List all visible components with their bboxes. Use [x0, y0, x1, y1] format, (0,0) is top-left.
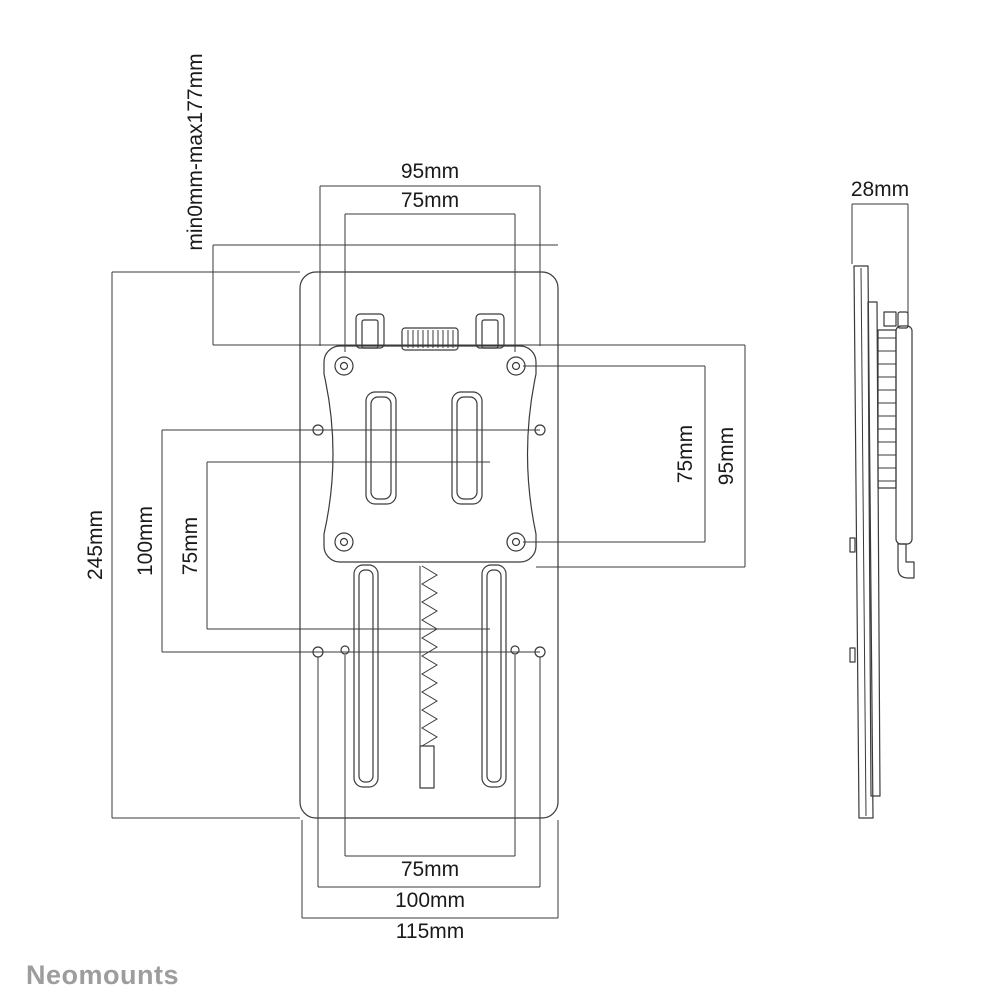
- front-view: [299, 271, 559, 819]
- right-tab: [475, 313, 505, 349]
- slot-left-inner: [370, 396, 392, 500]
- dim-bottom-75: [344, 655, 516, 857]
- ratchet-teeth: [421, 565, 438, 747]
- vesa-screw-hole: [334, 356, 354, 376]
- left-tab-slot: [361, 319, 379, 349]
- slot-left-outer: [365, 391, 397, 505]
- top-tabs: [355, 313, 505, 349]
- vesa-screw-center: [339, 361, 349, 371]
- vesa-screw-hole: [506, 532, 526, 552]
- dim-label-side-28: 28mm: [851, 178, 909, 201]
- dim-label-top-75: 75mm: [401, 189, 459, 212]
- side-edge-notch: [849, 537, 856, 553]
- adjustment-wheel: [401, 327, 459, 351]
- slot-right-inner: [456, 396, 478, 500]
- ratchet-strip: [419, 565, 438, 789]
- vesa-plate-outline: [323, 345, 537, 563]
- dim-label-bottom-115: 115mm: [396, 920, 464, 943]
- dim-bottom-115: [301, 820, 559, 919]
- dim-label-right-95: 95mm: [715, 427, 738, 485]
- dim-label-left-245: 245mm: [84, 510, 107, 580]
- mount-hole: [340, 645, 350, 655]
- dim-label-left-100: 100mm: [134, 506, 157, 576]
- dim-left-75: [206, 461, 490, 630]
- dim-label-height-range: min0mm-max177mm: [184, 53, 207, 250]
- dimension-lines: [111, 185, 909, 919]
- dim-bottom-100: [317, 657, 541, 888]
- dim-top-75: [344, 213, 516, 352]
- side-plate-inner-line: [860, 267, 867, 817]
- vesa-screw-center: [511, 361, 521, 371]
- ratchet-lower-slot: [419, 745, 435, 789]
- vesa-screws: [334, 356, 526, 552]
- vesa-screw-center: [511, 537, 521, 547]
- dim-right-95: [536, 345, 746, 568]
- side-wall-plate: [853, 265, 874, 819]
- wheel-body: [401, 327, 459, 351]
- guide-rails: [353, 564, 507, 788]
- dim-side-28: [851, 203, 909, 326]
- dim-label-bottom-100: 100mm: [395, 889, 465, 912]
- dim-top-95: [319, 185, 541, 346]
- dim-label-bottom-75: 75mm: [401, 858, 459, 881]
- dim-label-top-95: 95mm: [401, 160, 459, 183]
- right-tab-slot: [481, 319, 499, 349]
- mount-hole: [510, 645, 520, 655]
- dim-left-245: [111, 271, 300, 819]
- vesa-screw-hole: [334, 532, 354, 552]
- side-bottom-hook: [897, 543, 915, 579]
- dim-label-right-75: 75mm: [674, 425, 697, 483]
- slot-right-outer: [451, 391, 483, 505]
- vesa-slots: [365, 391, 483, 505]
- side-wheel: [883, 311, 897, 327]
- side-edge-notch: [849, 647, 856, 663]
- side-rail-layer: [867, 301, 881, 797]
- dim-right-75: [523, 365, 706, 543]
- rail-right-outer: [481, 564, 507, 788]
- rail-left-inner: [358, 569, 374, 783]
- wall-plate-outline: [299, 271, 559, 819]
- rail-right-inner: [486, 569, 502, 783]
- dim-height-range: [212, 244, 745, 346]
- vesa-screw-center: [339, 537, 349, 547]
- left-tab: [355, 313, 385, 349]
- dimension-labels: 95mm 75mm min0mm-max177mm 245mm 100mm 75…: [84, 53, 909, 943]
- dim-label-left-75: 75mm: [179, 517, 202, 575]
- brand-logo: Neomounts: [26, 960, 179, 990]
- side-vesa-plate: [895, 325, 913, 545]
- side-ratchet-block: [877, 329, 897, 489]
- rail-left-outer: [353, 564, 379, 788]
- side-view: [849, 265, 915, 819]
- side-ratchet-outline: [877, 329, 897, 489]
- vesa-screw-hole: [506, 356, 526, 376]
- dim-left-100: [161, 429, 540, 653]
